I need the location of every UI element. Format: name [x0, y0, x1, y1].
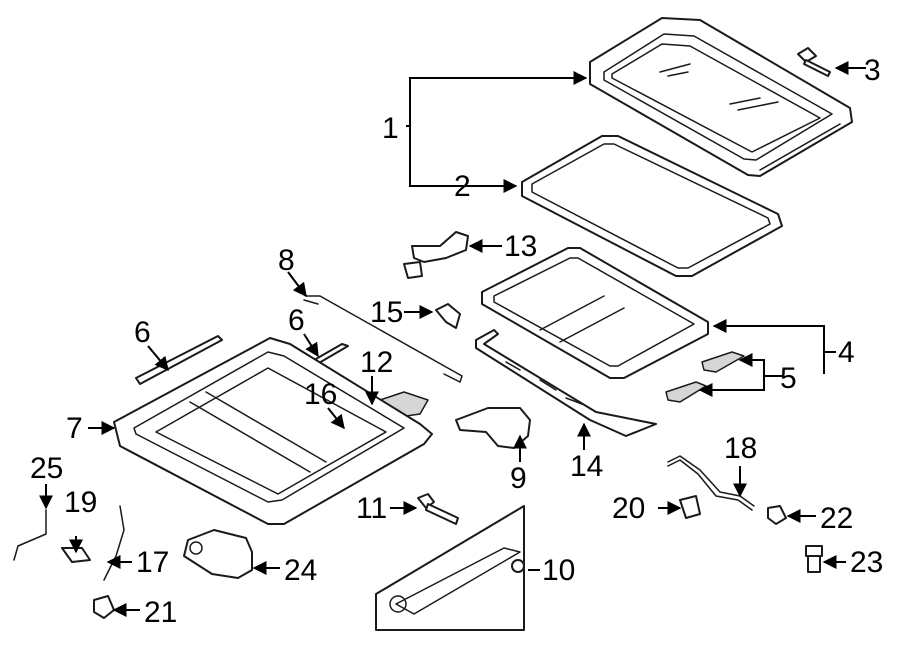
grommet-21 [93, 595, 115, 619]
shade-guides [665, 351, 745, 403]
grommet-22 [767, 505, 787, 525]
callout-23: 23 [850, 546, 883, 579]
callout-7: 7 [66, 412, 83, 445]
seal-strip-14 [475, 329, 657, 437]
clip-15 [435, 303, 461, 329]
drain-hose-18 [667, 455, 755, 511]
glass-panel [589, 17, 853, 177]
glass-seal [521, 135, 783, 277]
sunroof-frame [113, 337, 433, 525]
callout-labels: 1 2 3 4 5 6 6 7 8 9 10 11 12 13 14 15 16… [30, 54, 883, 629]
callout-5: 5 [780, 362, 797, 395]
callout-19: 19 [64, 486, 97, 519]
callout-17: 17 [136, 546, 169, 579]
sunshade-panel [481, 247, 709, 379]
callout-11: 11 [356, 492, 387, 525]
drain-hose-17 [103, 505, 125, 581]
callout-4: 4 [838, 336, 855, 369]
leader-lines [39, 61, 866, 617]
callout-8: 8 [278, 244, 295, 277]
clip-20 [679, 495, 701, 519]
motor-24 [183, 529, 253, 579]
rod-8 [303, 295, 463, 383]
callout-9: 9 [510, 462, 527, 495]
strip-6a [135, 335, 223, 385]
bolt-3 [797, 47, 831, 77]
bracket-9 [455, 407, 531, 449]
drain-hose-25 [13, 509, 47, 561]
callout-10: 10 [542, 554, 575, 587]
cable-inset-box [375, 505, 525, 631]
bracket-13 [403, 231, 469, 279]
callout-21: 21 [144, 596, 177, 629]
valve-23 [805, 545, 823, 573]
callout-1: 1 [382, 112, 399, 145]
callout-25: 25 [30, 452, 63, 485]
callout-18: 18 [724, 432, 757, 465]
callout-24: 24 [284, 554, 317, 587]
callout-16: 16 [304, 378, 337, 411]
callout-22: 22 [820, 502, 853, 535]
callout-13: 13 [504, 230, 537, 263]
callout-14: 14 [570, 450, 603, 483]
callout-6a: 6 [134, 316, 151, 349]
callout-3: 3 [864, 54, 881, 87]
bolt-11 [417, 493, 459, 525]
callout-12: 12 [360, 346, 393, 379]
callout-15: 15 [370, 296, 403, 329]
callout-6b: 6 [288, 304, 305, 337]
callout-20: 20 [612, 492, 645, 525]
callout-2: 2 [454, 170, 471, 203]
